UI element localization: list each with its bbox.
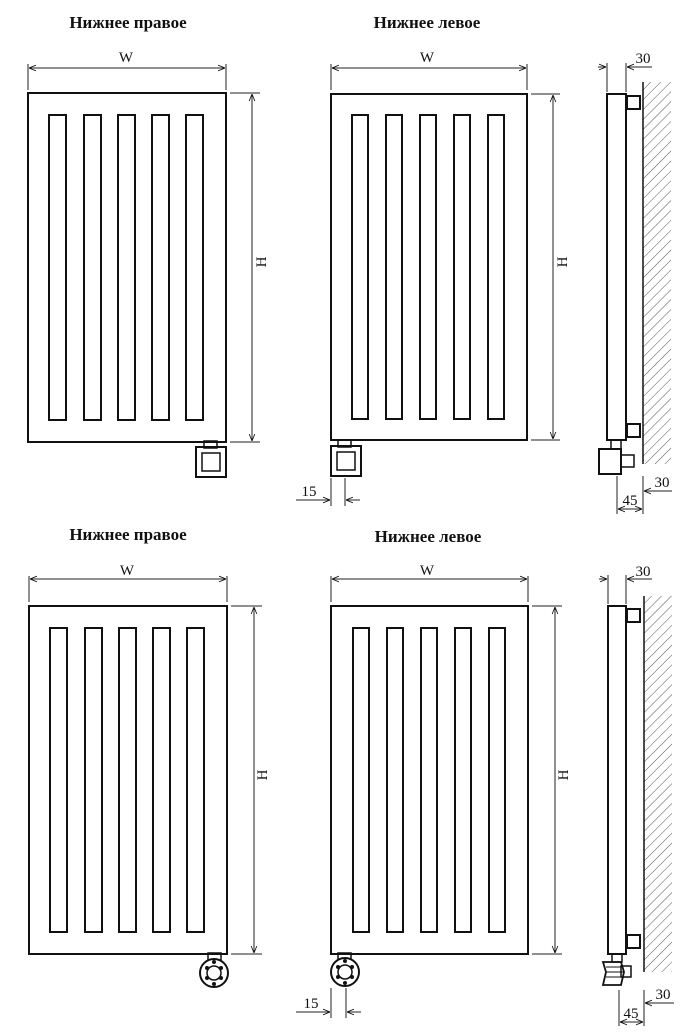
height-label: H [254, 256, 270, 267]
radiator-slots [352, 627, 506, 933]
front-view-bottom-left-1: Нижнее левое W H [296, 13, 571, 506]
bottom-wall-label: 30 [655, 475, 670, 491]
wall-bracket-top [626, 608, 641, 623]
thermostat-valve-square [195, 440, 227, 478]
offset-label: 15 [304, 996, 319, 1012]
view-title: Нижнее правое [69, 13, 187, 32]
bottom-wall-label: 30 [656, 987, 671, 1003]
width-label: W [119, 50, 134, 66]
radiator-side-profile [606, 93, 627, 441]
radiator-slots [351, 114, 505, 420]
thermostat-valve-round [199, 952, 229, 988]
offset-label: 15 [302, 484, 317, 500]
width-label: W [420, 563, 435, 579]
wall-bracket-top [626, 95, 641, 110]
top-depth-label: 30 [636, 564, 651, 580]
height-label: H [556, 769, 572, 780]
thermostat-valve-round [330, 952, 360, 987]
radiator-panel [27, 92, 227, 443]
wall-bracket-bottom [626, 423, 641, 438]
width-label: W [120, 563, 135, 579]
wall-bracket-bottom [626, 934, 641, 949]
radiator-panel [330, 605, 529, 955]
row-2: Нижнее правое W H [28, 525, 674, 1026]
height-label: H [255, 769, 271, 780]
radiator-slots [49, 627, 205, 933]
bottom-gap-label: 45 [623, 493, 638, 509]
top-depth-label: 30 [636, 51, 651, 67]
front-view-bottom-left-2: Нижнее левое W H [296, 527, 572, 1018]
radiator-side-profile [607, 605, 627, 955]
height-label: H [555, 256, 571, 267]
radiator-slots [48, 114, 204, 421]
radiator-panel [28, 605, 228, 955]
view-title: Нижнее правое [69, 525, 187, 544]
view-title: Нижнее левое [375, 527, 482, 546]
thermostat-valve-square [330, 439, 362, 477]
wall-hatching [643, 82, 671, 464]
radiator-panel [330, 93, 528, 441]
wall-hatching [644, 596, 672, 972]
row-1: Нижнее правое W H [27, 13, 672, 514]
view-title: Нижнее левое [374, 13, 481, 32]
valve-side [598, 439, 635, 475]
side-view-2: 30 45 30 [599, 564, 674, 1026]
bottom-gap-label: 45 [624, 1006, 639, 1022]
valve-side [601, 953, 632, 986]
width-label: W [420, 50, 435, 66]
front-view-bottom-right-2: Нижнее правое W H [28, 525, 271, 988]
side-view-1: 30 45 30 [598, 51, 672, 514]
front-view-bottom-right-1: Нижнее правое W H [27, 13, 270, 478]
